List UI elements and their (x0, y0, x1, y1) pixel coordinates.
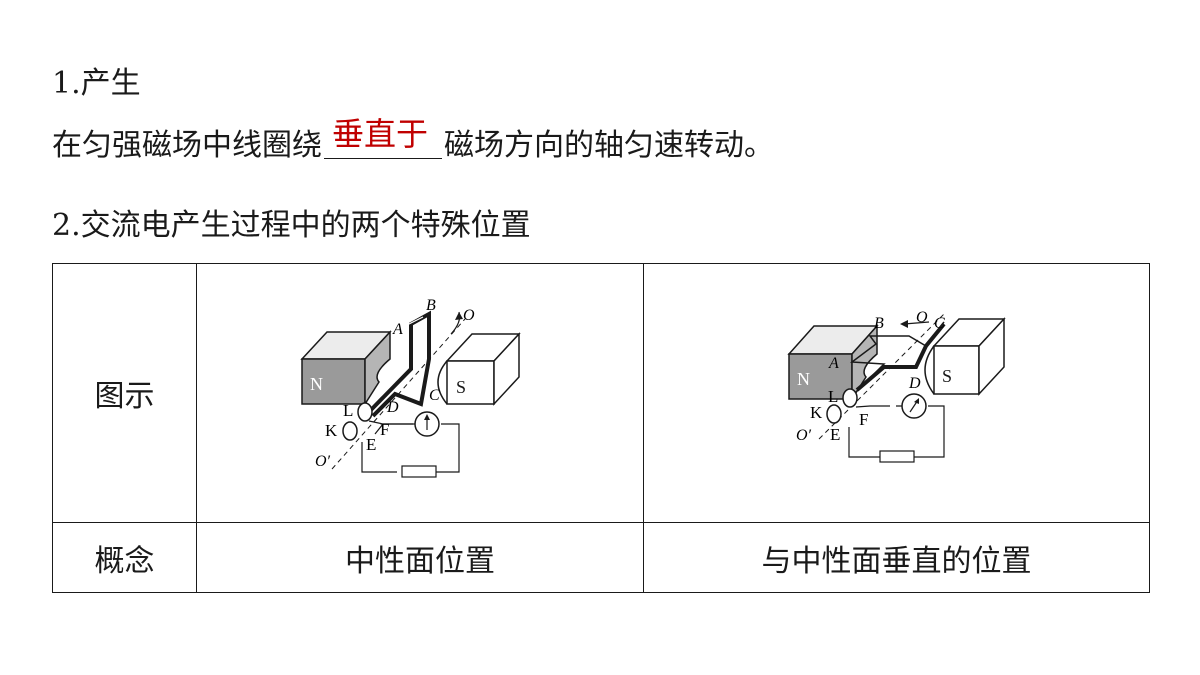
concept-neutral-plane: 中性面位置 (196, 522, 644, 593)
label-b: B (874, 315, 884, 332)
fill-in-blank: 垂直于 (324, 116, 442, 159)
generator-perpendicular-diagram: N S (787, 309, 1006, 463)
label-l: L (828, 387, 838, 406)
coil (365, 310, 431, 418)
north-label: N (797, 369, 810, 389)
coil (855, 322, 946, 392)
slip-ring-l (842, 388, 858, 408)
row-label-figure: 图示 (52, 263, 197, 523)
section-2-heading: 2.交流电产生过程中的两个特殊位置 (52, 208, 531, 243)
label-o: O (463, 307, 475, 324)
slip-ring-k (826, 404, 842, 424)
generator-neutral-plane-diagram: N S (300, 297, 521, 478)
south-label: S (942, 366, 952, 386)
label-k: K (325, 421, 338, 440)
label-f: F (380, 420, 389, 439)
label-a: A (828, 355, 839, 372)
label-c: C (429, 387, 440, 404)
label-o-prime: O′ (315, 453, 331, 470)
external-circuit (848, 405, 945, 458)
north-magnet: N (300, 330, 392, 407)
external-circuit (361, 423, 460, 473)
south-magnet: S (924, 317, 1006, 396)
sentence-text-before: 在匀强磁场中线圈绕 (52, 128, 322, 163)
slip-ring-l (357, 402, 373, 422)
label-d: D (908, 375, 921, 392)
label-e: E (366, 435, 376, 454)
concept-row: 概念 中性面位置 与中性面垂直的位置 (52, 522, 1150, 593)
label-b: B (426, 297, 436, 314)
figure-row: 图示 N S (52, 263, 1150, 523)
slip-ring-k (342, 421, 358, 441)
figure-perpendicular-cell: N S (643, 263, 1150, 523)
special-positions-table: 图示 N S (52, 263, 1150, 593)
section-1-sentence: 在匀强磁场中线圈绕垂直于磁场方向的轴匀速转动。 (52, 116, 774, 164)
label-d: D (386, 399, 399, 416)
resistor (879, 450, 915, 463)
label-f: F (859, 410, 868, 429)
south-label: S (456, 377, 466, 397)
row-label-concept: 概念 (52, 522, 197, 593)
label-a: A (392, 321, 403, 338)
section-1-heading: 1.产生 (52, 66, 141, 101)
figure-neutral-plane-cell: N S (196, 263, 644, 523)
sentence-text-after: 磁场方向的轴匀速转动。 (444, 128, 774, 163)
north-label: N (310, 374, 323, 394)
blank-answer: 垂直于 (332, 115, 429, 153)
resistor (401, 465, 437, 478)
label-o-prime: O′ (796, 427, 812, 444)
south-magnet: S (437, 332, 521, 406)
label-k: K (810, 403, 823, 422)
label-e: E (830, 425, 840, 444)
label-l: L (343, 401, 353, 420)
label-c: C (934, 315, 945, 332)
concept-perpendicular: 与中性面垂直的位置 (643, 522, 1150, 593)
label-o: O (916, 309, 928, 326)
